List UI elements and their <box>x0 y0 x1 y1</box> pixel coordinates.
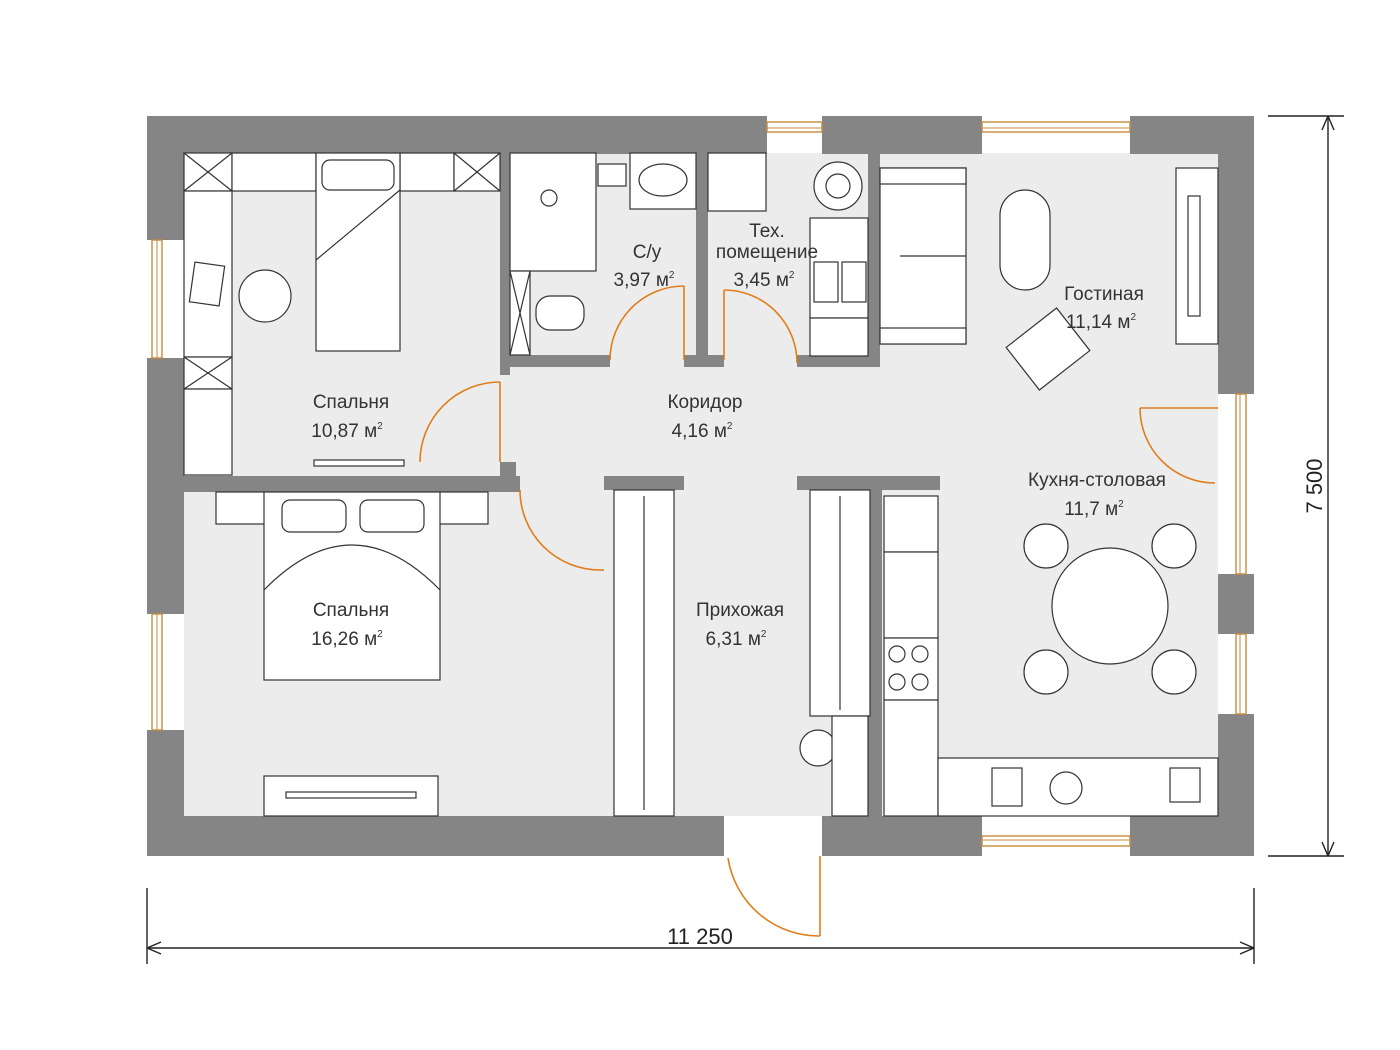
fridge-icon <box>883 495 939 553</box>
boiler-icon <box>707 152 767 212</box>
door-kitchen <box>1139 407 1216 484</box>
room-name-tech-line2: помещение <box>716 242 818 263</box>
oven-icon <box>1169 767 1201 803</box>
chair-icon <box>1023 523 1069 569</box>
room-area-living: 11,14 м2 <box>1066 312 1136 333</box>
stool-icon <box>799 729 837 767</box>
room-area-bedroom-small: 10,87 м2 <box>311 421 383 442</box>
exterior-walls <box>147 116 1254 856</box>
room-area-kitchen: 11,7 м2 <box>1064 499 1124 520</box>
desk-chair-icon <box>238 269 292 323</box>
door-bathroom <box>609 285 685 361</box>
small-bedroom-furniture <box>183 152 501 476</box>
chair-icon <box>1151 523 1197 569</box>
kitchen-furniture <box>883 495 1219 817</box>
room-labels: Спальня 10,87 м2 С/у 3,97 м2 Тех. помеще… <box>311 221 1166 650</box>
room-name-tech: Тех. <box>749 221 784 242</box>
door-entrance <box>727 857 821 937</box>
toilet-icon <box>535 295 585 331</box>
bathroom-fixtures <box>509 152 697 356</box>
shower-icon <box>509 152 597 272</box>
room-name-hallway: Прихожая <box>696 600 784 621</box>
doors <box>419 285 1218 937</box>
dimension-width-label: 11 250 <box>667 924 733 949</box>
room-area-bathroom: 3,97 м2 <box>614 270 675 291</box>
room-name-bathroom: С/у <box>633 242 662 263</box>
windows <box>151 121 1247 847</box>
room-area-corridor: 4,16 м2 <box>672 421 733 442</box>
room-name-corridor: Коридор <box>667 392 742 413</box>
door-bedroom-large <box>519 489 601 571</box>
door-tech <box>723 289 798 364</box>
chair-icon <box>1023 649 1069 695</box>
dimension-height: 7 500 <box>1268 115 1344 857</box>
room-name-kitchen: Кухня-столовая <box>1028 470 1166 491</box>
room-name-living: Гостиная <box>1064 284 1144 305</box>
dishwasher-icon <box>991 767 1023 807</box>
kitchen-sink-icon <box>1049 771 1083 805</box>
laptop-icon <box>188 261 226 307</box>
dimension-height-label: 7 500 <box>1302 458 1327 513</box>
room-name-bedroom-large: Спальня <box>313 600 389 621</box>
door-bedroom-small <box>419 381 501 463</box>
living-room-furniture <box>879 167 1219 391</box>
room-area-bedroom-large: 16,26 м2 <box>311 629 383 650</box>
room-area-tech: 3,45 м2 <box>734 270 795 291</box>
tech-room-fixtures <box>707 152 869 357</box>
interior-walls <box>184 153 940 816</box>
coffee-table-icon <box>999 189 1051 291</box>
room-area-hallway: 6,31 м2 <box>706 629 767 650</box>
armchair-icon <box>1005 307 1091 391</box>
large-bedroom-furniture <box>215 491 489 817</box>
tv-icon <box>313 459 405 467</box>
dimension-width: 11 250 <box>146 888 1255 964</box>
chair-icon <box>1151 649 1197 695</box>
room-name-bedroom-small: Спальня <box>313 392 389 413</box>
hallway-wardrobes <box>613 489 871 817</box>
dining-table-icon <box>1051 547 1169 665</box>
